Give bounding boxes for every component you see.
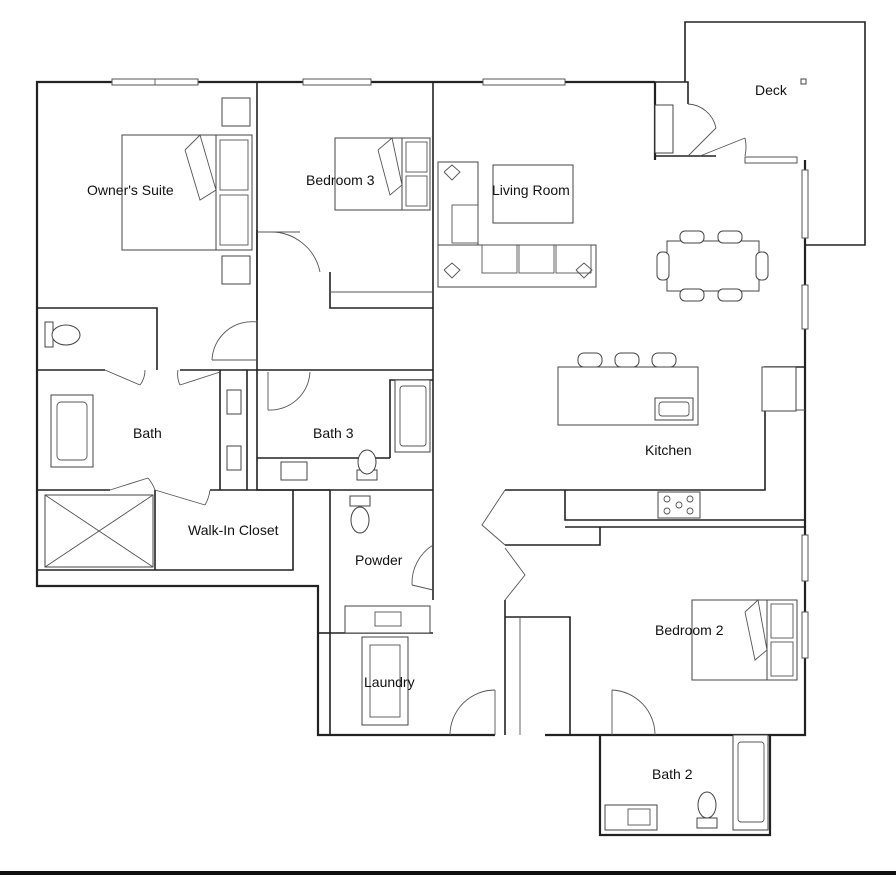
sink-unit (761, 366, 797, 412)
dining-set (656, 230, 769, 302)
bath-2-fixtures (604, 734, 769, 831)
room-label-bedroom-3: Bedroom 3 (306, 172, 375, 188)
doors (104, 231, 656, 736)
owners-suite-furniture (44, 97, 253, 348)
bath-3-fixtures (280, 379, 431, 481)
entry-nook (654, 81, 747, 157)
kitchen-island (557, 352, 699, 426)
room-label-living-room: Living Room (492, 182, 570, 198)
living-room-furniture (437, 161, 597, 288)
room-label-walk-in-closet: Walk-In Closet (188, 522, 279, 538)
room-label-bath-2: Bath 2 (652, 766, 693, 782)
bath-fixtures (44, 389, 242, 568)
windows (111, 78, 809, 659)
bedroom-3-furniture (334, 137, 431, 211)
room-label-laundry: Laundry (364, 674, 415, 690)
room-label-powder: Powder (355, 552, 403, 568)
room-label-bath: Bath (133, 425, 162, 441)
laundry-fixtures (361, 636, 409, 726)
bedroom-2-furniture (691, 599, 798, 681)
powder-fixtures (344, 495, 431, 634)
room-label-owners-suite: Owner's Suite (87, 182, 174, 198)
room-label-bedroom-2: Bedroom 2 (655, 622, 724, 638)
room-label-kitchen: Kitchen (645, 442, 692, 458)
room-label-deck: Deck (755, 82, 788, 98)
cooktop (657, 491, 701, 519)
room-label-bath-3: Bath 3 (313, 425, 354, 441)
deck (684, 21, 866, 246)
